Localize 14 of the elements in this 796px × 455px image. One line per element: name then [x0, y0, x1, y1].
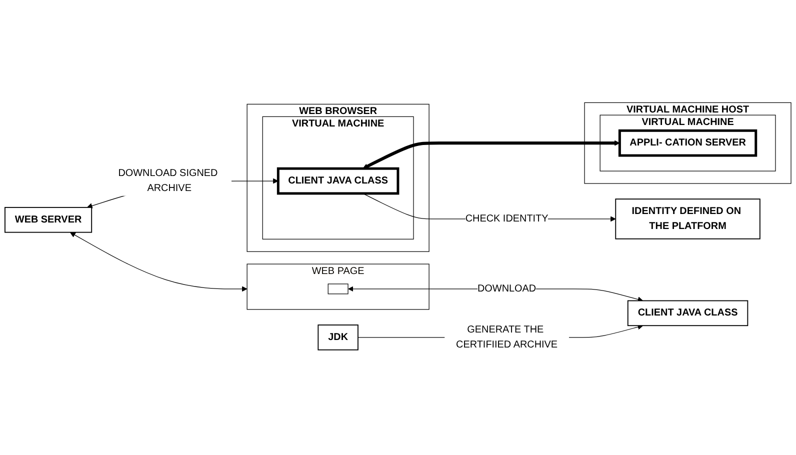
edge-label: GENERATE THE CERTIFIIED ARCHIVE [456, 324, 558, 350]
node-box: CLIENT JAVA CLASS [627, 300, 748, 326]
node-box: WEB SERVER [4, 206, 92, 233]
edge-label: DOWNLOAD SIGNED ARCHIVE [118, 168, 218, 194]
arrow [70, 232, 248, 292]
node-bar [328, 284, 348, 294]
node-box: JDK [318, 324, 358, 350]
cluster: WEB PAGE [246, 264, 430, 310]
node-box: IDENTITY DEFINED ON THE PLATFORM [615, 198, 760, 240]
edge-label: CHECK IDENTITY [465, 213, 548, 224]
node-box: CLIENT JAVA CLASS [276, 167, 400, 195]
arrow [362, 140, 620, 169]
node-box: APPLI- CATION SERVER [618, 129, 758, 157]
edge-label: DOWNLOAD [478, 283, 536, 294]
